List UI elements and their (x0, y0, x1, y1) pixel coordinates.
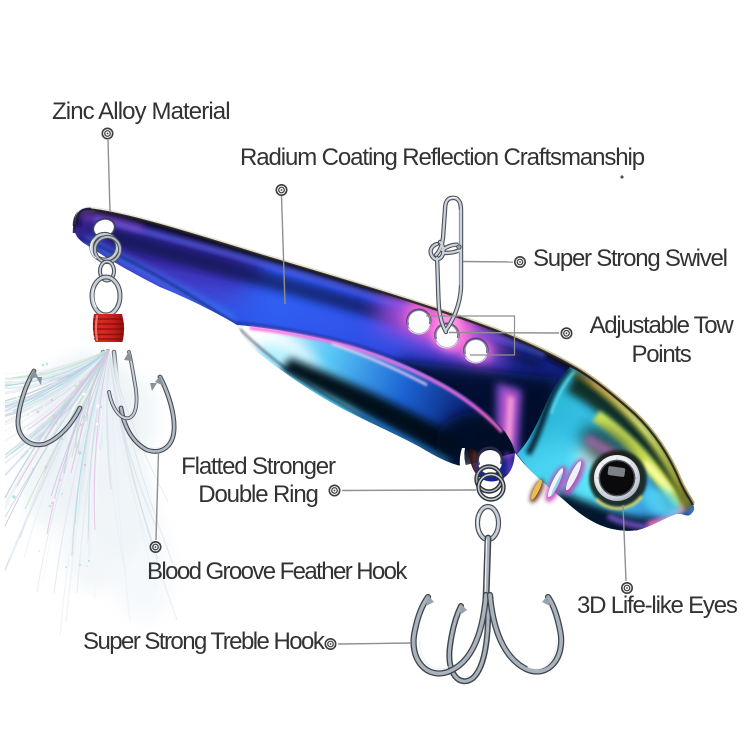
callout-tow-points: Adjustable Tow Points (551, 312, 750, 369)
tail-swivel-link (89, 259, 123, 318)
feather-treble-hook (4, 349, 178, 637)
treble-hook-point (446, 594, 492, 685)
callout-double-ring-line1: Flatted Stronger (181, 453, 336, 480)
red-thread-wrap (92, 314, 125, 342)
feather-hook-points (15, 350, 177, 454)
treble-hook-shank (482, 534, 492, 603)
tow-hole (463, 337, 489, 364)
tow-hole (406, 308, 432, 335)
stray-dot (620, 175, 624, 179)
bullseye-icon (560, 327, 573, 340)
bullseye-icon (149, 540, 162, 553)
leader-line-feather-hook (155, 451, 160, 541)
bullseye-icon (101, 127, 114, 140)
leader-line-radium (280, 195, 286, 305)
callout-feather-hook: Blood Groove Feather Hook (147, 558, 407, 585)
treble-hook-eye (474, 503, 502, 543)
tow-point-holes (406, 308, 489, 364)
bullseye-icon (328, 484, 341, 497)
tow-points-bracket (426, 315, 516, 356)
callout-radium: Radium Coating Reflection Craftsmanship (240, 144, 645, 171)
bullseye-icon (275, 184, 288, 197)
callout-eyes: 3D Life-like Eyes (577, 592, 738, 619)
leader-line-swivel (462, 260, 514, 263)
tail-split-ring (89, 231, 123, 265)
gill-slashes (530, 458, 585, 503)
callout-treble-hook: Super Strong Treble Hook (83, 628, 325, 655)
callout-swivel: Super Strong Swivel (533, 245, 728, 272)
callout-double-ring: Flatted Stronger Double Ring (148, 453, 368, 508)
callout-tow-points-line1: Adjustable Tow (589, 312, 734, 339)
lure-body (72, 206, 695, 531)
swivel-snap (428, 195, 464, 335)
tail-hardware (89, 231, 125, 342)
bullseye-icon (513, 255, 526, 268)
lure-eye (589, 450, 647, 510)
belly-notch-gap (459, 448, 467, 470)
annotation-dots (101, 127, 633, 650)
callout-tow-points-line2: Points (631, 340, 692, 368)
leader-line-eyes (622, 504, 627, 582)
treble-hook-point (486, 591, 565, 675)
treble-hook-point (410, 591, 490, 677)
bullseye-icon (620, 581, 633, 594)
treble-hook (410, 503, 565, 685)
annotation-lines (107, 139, 627, 645)
belly-double-ring (474, 464, 506, 502)
bullseye-icon (324, 637, 337, 650)
leader-line-zinc-alloy (107, 139, 111, 213)
callout-zinc-alloy: Zinc Alloy Material (52, 98, 231, 125)
leader-line-tow-points (448, 331, 560, 334)
leader-line-treble-hook (337, 642, 412, 645)
callout-double-ring-line2: Double Ring (198, 480, 319, 508)
leader-line-double-ring (341, 489, 477, 492)
